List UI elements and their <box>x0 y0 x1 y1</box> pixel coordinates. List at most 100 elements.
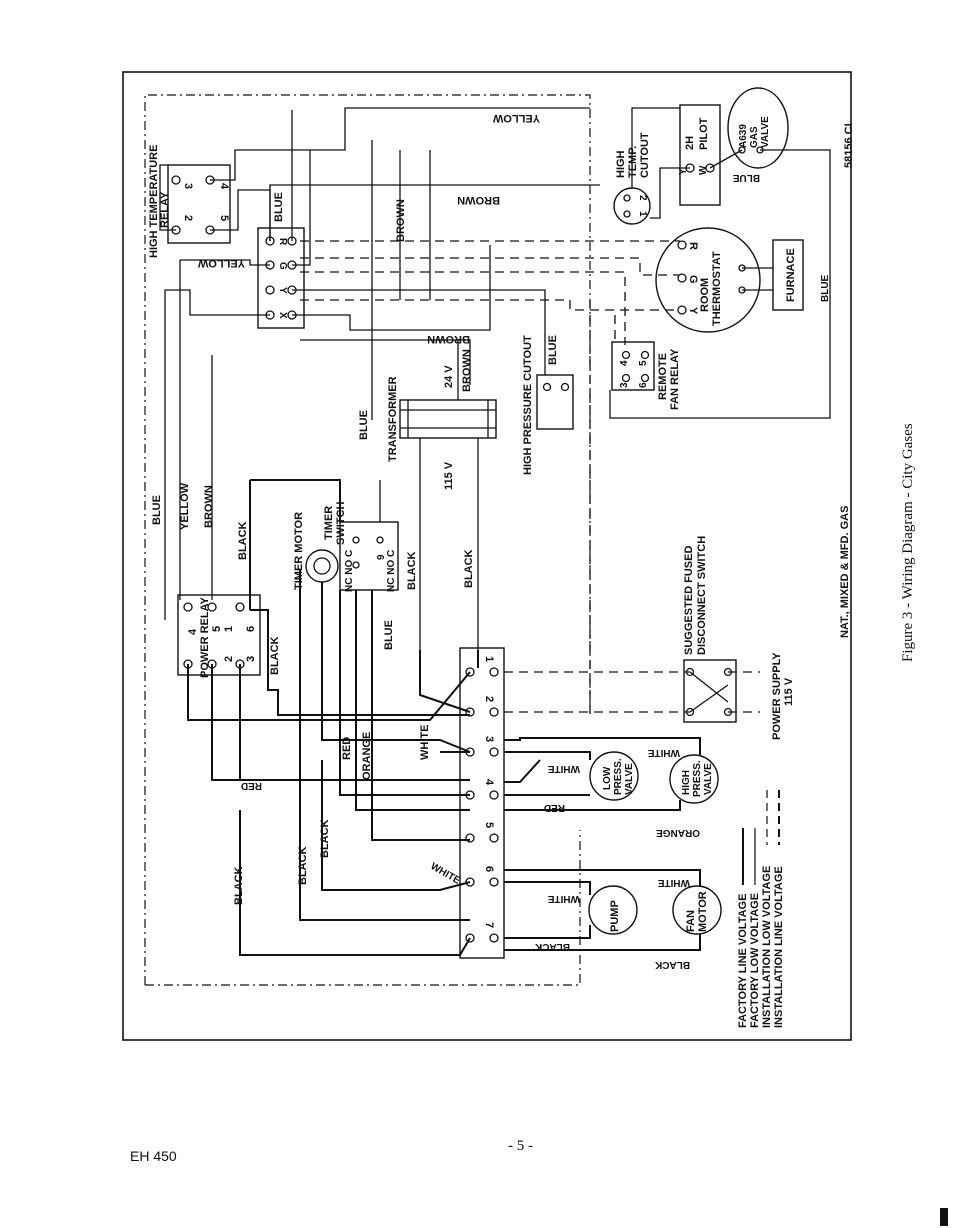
svg-text:ORANGE: ORANGE <box>656 827 700 838</box>
svg-text:FAN RELAY: FAN RELAY <box>669 348 681 410</box>
strip-terminal-label: 5 <box>483 822 495 828</box>
strip-terminal-label: 3 <box>483 736 495 742</box>
svg-text:2: 2 <box>637 195 648 201</box>
svg-text:YELLOW: YELLOW <box>197 257 245 269</box>
svg-text:PUMP: PUMP <box>609 900 621 932</box>
svg-text:FACTORY LOW VOLTAGE: FACTORY LOW VOLTAGE <box>749 893 761 1028</box>
svg-text:VALVE: VALVE <box>703 763 714 795</box>
svg-text:115 V: 115 V <box>443 461 455 490</box>
svg-text:VALVE: VALVE <box>624 763 635 795</box>
document-id: EH 450 <box>130 1148 177 1164</box>
strip-terminal-label: 1 <box>483 656 495 662</box>
svg-text:4: 4 <box>619 360 630 366</box>
strip-terminal-label: 7 <box>483 922 495 928</box>
gas-valve: A639 GAS VALVE <box>727 87 789 169</box>
svg-text:Y: Y <box>678 168 689 175</box>
strip-terminal-label: 2 <box>483 696 495 702</box>
svg-text:TIMER: TIMER <box>323 506 335 540</box>
svg-text:NAT., MIXED & MFD. GAS: NAT., MIXED & MFD. GAS <box>839 506 851 638</box>
pump: PUMP <box>588 885 638 935</box>
svg-text:X: X <box>277 312 288 319</box>
svg-text:Y: Y <box>687 307 699 315</box>
svg-text:2: 2 <box>223 656 235 662</box>
svg-text:BROWN: BROWN <box>461 349 473 392</box>
svg-text:BLUE: BLUE <box>358 410 370 440</box>
svg-text:R: R <box>277 238 288 246</box>
svg-text:HIGH TEMPERATURE: HIGH TEMPERATURE <box>148 145 160 258</box>
strip-terminal <box>489 707 499 717</box>
svg-text:HIGH PRESSURE CUTOUT: HIGH PRESSURE CUTOUT <box>522 335 534 475</box>
pilot-box: Y W 2H PILOT <box>678 104 721 206</box>
furnace-box: FURNACE <box>772 239 804 311</box>
svg-text:3: 3 <box>619 382 630 388</box>
svg-text:FURNACE: FURNACE <box>785 248 797 302</box>
svg-text:SWITCH: SWITCH <box>335 502 347 545</box>
svg-text:REMOTE: REMOTE <box>657 353 669 400</box>
svg-text:4: 4 <box>218 183 230 190</box>
svg-text:POWER RELAY: POWER RELAY <box>199 596 211 678</box>
svg-text:G: G <box>277 262 288 270</box>
svg-text:RED: RED <box>544 802 565 813</box>
svg-text:A639: A639 <box>738 124 749 148</box>
svg-text:ORANGE: ORANGE <box>361 732 373 780</box>
svg-text:BLACK: BLACK <box>534 941 570 952</box>
high-pressure-cutout: HIGH PRESSURE CUTOUT BLUE <box>522 335 574 475</box>
transformer: TRANSFORMER 24 V BROWN 115 V BLUE <box>358 349 497 490</box>
diagram-border <box>122 71 852 1041</box>
svg-text:BROWN: BROWN <box>457 194 500 206</box>
svg-text:RED: RED <box>241 780 262 791</box>
power-relay: 4 5 1 6 2 3 POWER RELAY <box>177 594 261 678</box>
svg-text:W: W <box>698 165 709 175</box>
svg-text:ROOM: ROOM <box>699 278 711 312</box>
svg-text:YELLOW: YELLOW <box>179 482 191 530</box>
svg-text:R: R <box>687 242 699 250</box>
svg-text:LOW: LOW <box>602 766 613 790</box>
svg-text:POWER SUPPLY: POWER SUPPLY <box>771 652 783 740</box>
svg-text:WHITE: WHITE <box>547 893 580 904</box>
terminal-strip <box>459 647 505 959</box>
svg-text:NC NO C: NC NO C <box>344 550 355 592</box>
svg-text:BLACK: BLACK <box>237 521 249 560</box>
strip-terminal-label: 4 <box>483 779 495 786</box>
strip-terminal <box>489 667 499 677</box>
svg-text:MOTOR: MOTOR <box>697 891 709 932</box>
figure-caption: Figure 3 - Wiring Diagram - City Gases <box>900 423 916 662</box>
svg-text:2H: 2H <box>684 136 696 150</box>
svg-text:PRESS.: PRESS. <box>692 760 703 797</box>
svg-text:24 V: 24 V <box>443 365 455 388</box>
strip-terminal <box>489 833 499 843</box>
svg-text:HIGH: HIGH <box>681 770 692 795</box>
svg-text:FAN: FAN <box>685 910 697 932</box>
svg-text:WHITE: WHITE <box>647 747 680 758</box>
legend: FACTORY LINE VOLTAGE FACTORY LOW VOLTAGE… <box>737 790 785 1028</box>
svg-text:INSTALLATION LOW VOLTAGE: INSTALLATION LOW VOLTAGE <box>761 866 773 1028</box>
high-temp-cutout: 2 1 HIGH TEMP. CUTOUT <box>613 132 651 225</box>
svg-text:BLACK: BLACK <box>297 846 309 885</box>
svg-text:PILOT: PILOT <box>698 117 710 150</box>
strip-terminal <box>489 747 499 757</box>
strip-terminal-label: 6 <box>483 866 495 872</box>
disconnect-switch: SUGGESTED FUSED DISCONNECT SWITCH POWER … <box>683 536 795 740</box>
svg-text:WHITE: WHITE <box>429 861 463 887</box>
fan-motor: FAN MOTOR <box>672 885 722 935</box>
svg-text:SUGGESTED FUSED: SUGGESTED FUSED <box>683 546 695 655</box>
svg-text:G: G <box>687 275 699 284</box>
corner-mark <box>940 1208 948 1226</box>
svg-text:Y: Y <box>277 287 288 294</box>
strip-terminal <box>489 790 499 800</box>
svg-text:CUTOUT: CUTOUT <box>639 132 651 178</box>
svg-text:1: 1 <box>223 626 235 632</box>
svg-text:TEMP.: TEMP. <box>627 146 639 178</box>
svg-text:THERMOSTAT: THERMOSTAT <box>711 251 723 326</box>
svg-text:5: 5 <box>638 360 649 366</box>
svg-text:BLUE: BLUE <box>273 192 285 222</box>
svg-text:BLACK: BLACK <box>463 549 475 588</box>
svg-text:BLACK: BLACK <box>654 959 690 970</box>
svg-text:TRANSFORMER: TRANSFORMER <box>387 376 399 462</box>
svg-text:RED: RED <box>341 737 353 760</box>
strip-terminal <box>489 933 499 943</box>
svg-text:FACTORY LINE VOLTAGE: FACTORY LINE VOLTAGE <box>737 894 749 1028</box>
svg-text:115 V: 115 V <box>783 677 795 706</box>
low-pressure-valve: LOW PRESS. VALVE <box>589 751 639 801</box>
